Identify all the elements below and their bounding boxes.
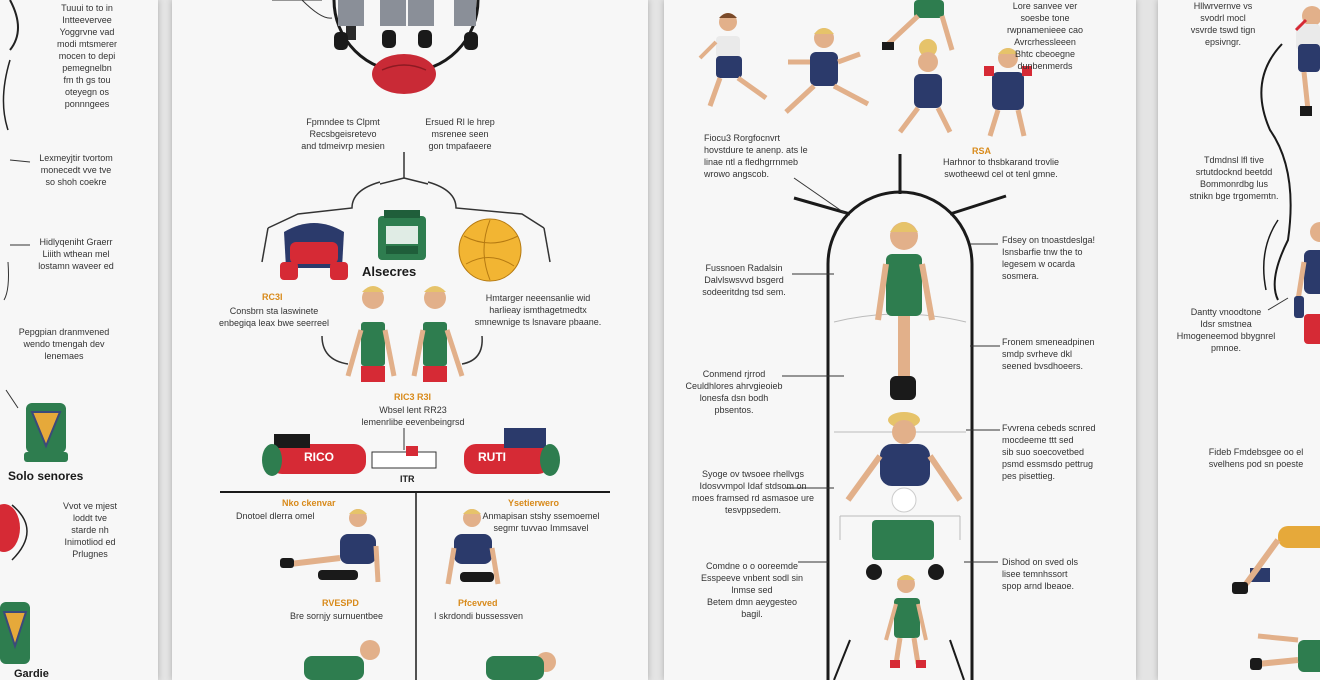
orange-label: RSA: [972, 146, 992, 156]
orange-label: Nko ckenvar: [282, 498, 336, 508]
description-text: I skrdondi bussessven: [434, 611, 524, 621]
small-standing-player: [884, 575, 928, 668]
center-heading: Alsecres: [362, 264, 417, 279]
stretching-player-left: [280, 509, 381, 583]
action-player-2: [784, 28, 870, 114]
orange-label: RVESPD: [322, 598, 359, 608]
description-text: Fdsey on tnoastdeslga!Isnsbarfie tnw the…: [1002, 235, 1096, 281]
orange-label: RIC3 R3I: [394, 392, 432, 402]
standing-player-right: [1294, 222, 1320, 344]
sliding-player: [1232, 526, 1320, 594]
panel-center-illustration: [220, 0, 610, 680]
bag-icon: [24, 403, 68, 462]
red-pad-right-icon: [464, 428, 560, 476]
lying-player-left: [304, 640, 380, 680]
description-text: Dnotoel dlerra omel: [236, 511, 315, 521]
kneeling-player: [845, 412, 963, 580]
orange-label: RC3I: [262, 292, 283, 302]
red-pad-left-icon: [262, 434, 366, 476]
panel-far-right-illustration: [1232, 6, 1320, 672]
action-player-1: [698, 13, 768, 107]
section-heading-bottom: Gardie: [14, 668, 49, 680]
panel-left-illustration: [0, 0, 68, 664]
equipment-case-icon: [378, 210, 426, 260]
protective-gear-icon: [280, 223, 348, 280]
action-player-3: [882, 0, 955, 51]
volleyball-icon: [458, 218, 522, 282]
mid-label: ITR: [400, 474, 415, 484]
player-pair-icon: [345, 286, 465, 382]
body-capsule-outline: [793, 154, 1007, 680]
lying-player-far-right: [1250, 633, 1320, 672]
orange-label: Pfcevved: [458, 598, 498, 608]
red-pad-label: RUTI: [478, 450, 506, 464]
bag-icon-bottom: [0, 602, 30, 664]
section-heading: Solo senores: [8, 469, 84, 483]
red-pad-label: RICO: [304, 450, 334, 464]
jumping-player: [1294, 6, 1320, 116]
standing-player: [875, 222, 935, 400]
panel-right-illustration: [698, 0, 1032, 680]
lying-player-right: [486, 652, 556, 680]
orange-label: Ysetierwero: [508, 498, 560, 508]
seated-players-circle: [332, 0, 480, 94]
description-text: Bre sornjy surnuentbee: [290, 611, 384, 621]
action-player-4: [898, 39, 953, 134]
stretching-player-right: [445, 509, 501, 585]
action-player-5: [984, 48, 1032, 137]
